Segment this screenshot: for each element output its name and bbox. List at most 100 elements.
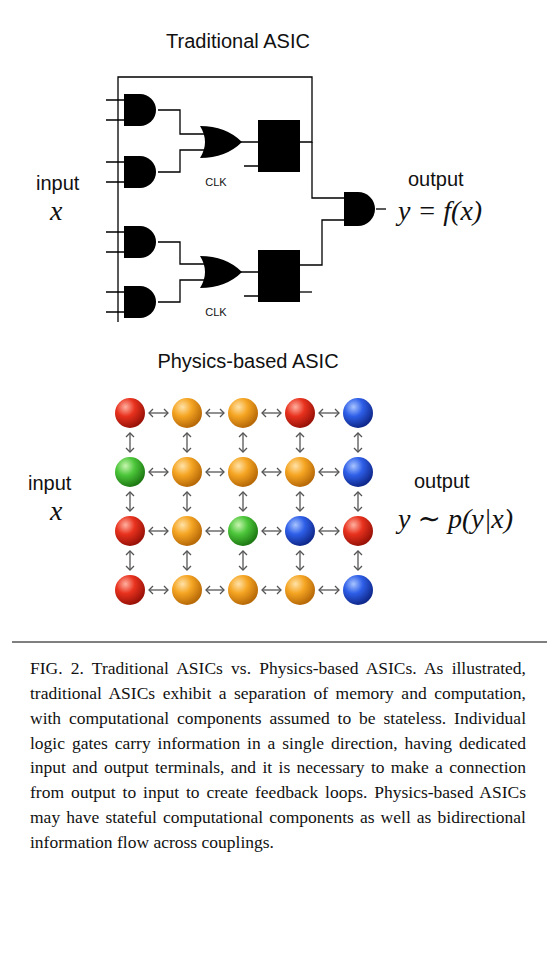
coupling-arrow — [296, 433, 304, 452]
coupling-arrow — [126, 433, 134, 437]
coupling-arrow — [319, 586, 339, 594]
output-function: y = f(x) — [398, 196, 482, 227]
coupling-arrow — [354, 551, 362, 555]
coupling-arrow — [126, 551, 134, 570]
coupling-arrow — [206, 409, 210, 417]
coupling-arrow — [299, 433, 300, 452]
coupling-arrow — [277, 468, 281, 476]
coupling-arrow — [296, 566, 304, 570]
flip-flop — [258, 120, 300, 172]
coupling-arrow — [183, 433, 191, 452]
coupling-arrow — [335, 527, 339, 535]
coupling-arrow — [262, 468, 281, 476]
coupling-arrow — [262, 589, 281, 590]
coupling-arrow — [357, 433, 358, 452]
spin-node — [115, 457, 145, 487]
spin-node — [285, 575, 315, 605]
coupling-arrow — [126, 551, 134, 555]
output-label: output — [414, 470, 470, 492]
input-label: input — [28, 472, 71, 494]
output-distribution: y ∼ p(y|x) — [398, 504, 513, 535]
coupling-arrow — [149, 409, 153, 417]
coupling-arrow — [277, 409, 281, 417]
coupling-arrow — [262, 527, 266, 535]
coupling-arrow — [299, 551, 300, 570]
panel-heading: Traditional ASIC — [166, 30, 310, 52]
spin-node — [228, 516, 258, 546]
flip-flop — [258, 250, 300, 302]
coupling-arrow — [126, 433, 134, 452]
coupling-arrow — [220, 527, 224, 535]
coupling-arrow — [129, 551, 130, 570]
coupling-arrow — [262, 412, 281, 413]
coupling-arrow — [220, 586, 224, 594]
coupling-arrow — [357, 492, 358, 511]
coupling-arrow — [149, 589, 168, 590]
spin-node — [228, 457, 258, 487]
coupling-arrow — [357, 551, 358, 570]
coupling-arrow — [206, 530, 224, 531]
coupling-arrow — [149, 527, 168, 535]
or-gate — [200, 126, 242, 158]
coupling-arrow — [183, 551, 191, 570]
coupling-arrow — [186, 492, 187, 511]
circuit-wires — [106, 100, 124, 312]
coupling-arrow — [239, 448, 247, 452]
input-label: input — [36, 172, 79, 194]
figure-caption: FIG. 2. Traditional ASICs vs. Physics-ba… — [30, 656, 526, 855]
coupling-arrow — [319, 468, 339, 476]
coupling-arrow — [262, 527, 281, 535]
coupling-arrow — [183, 507, 191, 511]
and-gate — [124, 226, 156, 258]
coupling-arrow — [354, 433, 362, 452]
circuit-wires — [106, 77, 386, 322]
spin-node — [115, 516, 145, 546]
clock-label: CLK — [205, 176, 226, 188]
circuit-wires — [300, 291, 312, 292]
coupling-arrow — [319, 468, 323, 476]
and-gate — [124, 94, 375, 318]
spin-node — [343, 575, 373, 605]
coupling-arrow — [242, 551, 243, 570]
coupling-arrow — [354, 566, 362, 570]
coupling-arrow — [149, 530, 168, 531]
spin-node — [172, 457, 202, 487]
coupling-arrow — [262, 586, 281, 594]
coupling-arrow — [149, 412, 168, 413]
coupling-arrow — [319, 527, 323, 535]
spin-node — [285, 398, 315, 428]
circuit-wires — [300, 220, 344, 265]
coupling-arrow — [186, 551, 187, 570]
or-gate — [200, 256, 242, 288]
coupling-arrow — [206, 471, 224, 472]
coupling-arrow — [149, 586, 153, 594]
coupling-arrow — [262, 471, 281, 472]
coupling-arrow — [206, 409, 224, 417]
coupling-arrow — [206, 586, 210, 594]
and-gate — [344, 192, 375, 226]
spin-node — [172, 398, 202, 428]
coupling-arrow — [206, 527, 224, 535]
coupling-arrow — [296, 492, 304, 511]
circuit-wires — [312, 142, 344, 198]
coupling-arrow — [183, 448, 191, 452]
coupling-arrow — [149, 409, 168, 417]
clock-label: CLK — [205, 306, 226, 318]
coupling-arrow — [354, 448, 362, 452]
coupling-arrow — [296, 433, 304, 437]
coupling-arrow — [335, 468, 339, 476]
coupling-arrow — [296, 507, 304, 511]
coupling-arrow — [239, 492, 247, 496]
coupling-arrow — [277, 586, 281, 594]
coupling-arrow — [354, 507, 362, 511]
coupling-arrow — [183, 433, 191, 437]
coupling-arrow — [149, 468, 153, 476]
coupling-arrow — [319, 412, 339, 413]
output-label: output — [408, 168, 464, 190]
coupling-arrow — [277, 527, 281, 535]
coupling-arrow — [164, 409, 168, 417]
coupling-arrow — [126, 492, 134, 496]
coupling-arrow — [206, 527, 210, 535]
coupling-arrow — [206, 412, 224, 413]
coupling-arrow — [262, 586, 266, 594]
